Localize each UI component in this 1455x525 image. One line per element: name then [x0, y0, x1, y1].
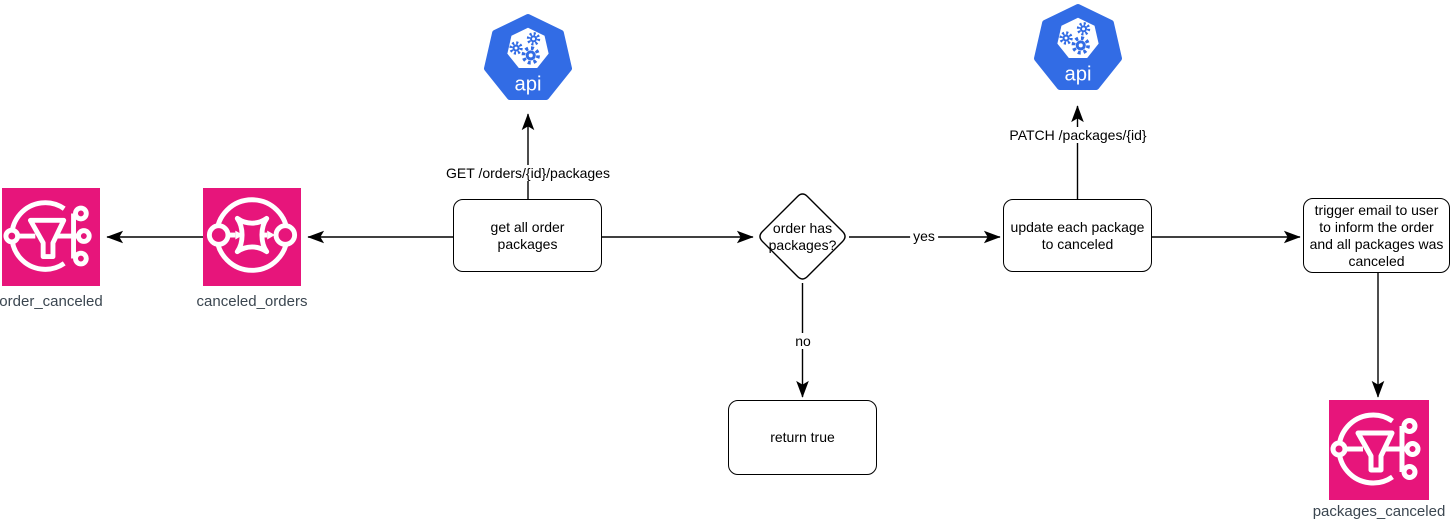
kubernetes-api-icon: api	[483, 14, 573, 100]
node-label: get all order packages	[490, 218, 565, 252]
caption-packages-canceled: packages_canceled	[1312, 503, 1446, 520]
kubernetes-api-icon: api	[1033, 4, 1123, 90]
eventbridge-rule-icon	[1329, 400, 1429, 500]
node-canceled-orders	[203, 188, 301, 286]
eventbridge-bus-icon	[203, 188, 301, 286]
node-label: return true	[770, 429, 835, 445]
api-label: api	[514, 73, 541, 95]
decision-diamond-shape	[759, 193, 846, 280]
node-return-true: return true	[728, 400, 877, 475]
node-label: trigger email to user to inform the orde…	[1309, 201, 1444, 269]
node-update-each-package: update each package to canceled	[1003, 199, 1152, 272]
eventbridge-rule-icon	[2, 188, 100, 286]
node-api-patch: api	[1032, 3, 1124, 97]
api-label: api	[1064, 63, 1091, 85]
decision-label: order has packages?	[768, 219, 837, 253]
node-order-canceled	[2, 188, 100, 286]
node-label: update each package to canceled	[1010, 218, 1145, 252]
edge-label-get-request: GET /orders/{id}/packages	[443, 165, 613, 181]
edge-label-patch-request: PATCH /packages/{id}	[1006, 127, 1150, 143]
edge-label-no: no	[792, 333, 814, 349]
node-packages-canceled	[1329, 400, 1429, 500]
caption-order-canceled: order_canceled	[0, 293, 103, 310]
caption-canceled-orders: canceled_orders	[196, 293, 308, 310]
node-api-get: api	[482, 13, 574, 107]
node-decision-order-has-packages: order has packages?	[756, 190, 849, 283]
node-get-all-order-packages: get all order packages	[453, 199, 602, 272]
edge-label-yes: yes	[910, 228, 938, 244]
node-trigger-email: trigger email to user to inform the orde…	[1303, 198, 1450, 273]
